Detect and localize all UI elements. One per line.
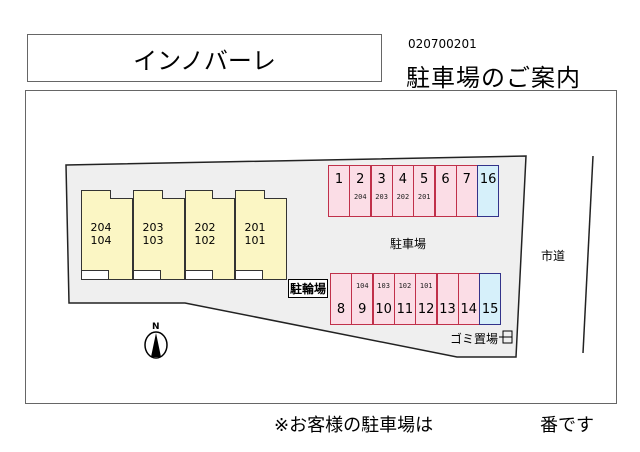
- parking-space-5: 5 201: [413, 165, 436, 217]
- parking-space-3: 3 203: [370, 165, 393, 217]
- unit-balcony: [133, 270, 161, 280]
- unit-balcony: [185, 270, 213, 280]
- assigned-unit: 201: [417, 193, 431, 201]
- space-number: 15: [481, 302, 499, 317]
- space-number: 5: [420, 172, 429, 187]
- assigned-unit: [480, 282, 500, 302]
- unit-notch: [212, 190, 235, 199]
- parking-space-7: 7: [455, 165, 478, 217]
- space-number: 14: [460, 302, 478, 317]
- parking-label: 駐車場: [390, 237, 427, 251]
- property-name-box: インノバーレ: [27, 34, 382, 82]
- assigned-unit: 203: [375, 193, 388, 201]
- upper-unit-number: 204: [90, 221, 112, 234]
- unit-notch: [162, 190, 185, 199]
- lower-unit-number: 104: [90, 234, 112, 247]
- parking-space-1: 1: [328, 165, 350, 217]
- lower-unit-number: 103: [142, 234, 164, 247]
- garbage-icon: [499, 330, 513, 344]
- footer-note: ※お客様の駐車場は: [274, 415, 434, 436]
- parking-space-10: 103 10: [372, 273, 395, 325]
- parking-space-12: 101 12: [415, 273, 438, 325]
- parking-space-4: 4 202: [391, 165, 414, 217]
- space-number: 2: [356, 172, 365, 187]
- assigned-unit: 202: [396, 193, 410, 201]
- space-number: 11: [396, 302, 414, 317]
- space-number: 10: [375, 302, 392, 317]
- space-number: 13: [439, 302, 456, 317]
- unit-balcony: [81, 270, 109, 280]
- parking-space-13: 13: [436, 273, 459, 325]
- parking-space-8: 8: [330, 273, 352, 325]
- assigned-unit: [438, 282, 458, 302]
- assigned-unit: 103: [377, 282, 390, 290]
- parking-space-16: 16: [477, 165, 500, 217]
- space-number: 3: [377, 172, 386, 187]
- road-line: [582, 155, 594, 354]
- road-label: 市道: [541, 249, 566, 263]
- upper-unit-number: 202: [194, 221, 216, 234]
- space-number: 12: [417, 302, 435, 317]
- unit-notch: [110, 190, 133, 199]
- space-number: 9: [358, 302, 367, 317]
- upper-unit-number: 203: [142, 221, 164, 234]
- bicycle-parking-label: 駐輪場: [288, 279, 329, 298]
- assigned-unit: [459, 282, 479, 302]
- unit-balcony: [235, 270, 263, 280]
- parking-space-9: 104 9: [351, 273, 374, 325]
- compass-icon: [144, 331, 168, 359]
- parking-space-11: 102 11: [393, 273, 416, 325]
- space-number: 4: [398, 172, 408, 187]
- assigned-unit: 104: [355, 282, 369, 290]
- page-title: 駐車場のご案内: [406, 64, 581, 92]
- compass-north-label: N: [152, 322, 160, 332]
- space-number: 1: [334, 172, 344, 187]
- property-name: インノバーレ: [133, 46, 276, 75]
- parking-space-6: 6: [434, 165, 457, 217]
- assigned-unit: [331, 282, 351, 302]
- parking-space-15: 15: [479, 273, 502, 325]
- upper-unit-number: 201: [244, 221, 266, 234]
- parking-space-2: 2 204: [349, 165, 372, 217]
- parking-space-14: 14: [457, 273, 480, 325]
- assigned-unit: 101: [419, 282, 433, 290]
- lower-unit-number: 101: [244, 234, 266, 247]
- garbage-label: ゴミ置場: [450, 332, 499, 346]
- map-frame: [25, 90, 617, 404]
- lower-unit-number: 102: [194, 234, 216, 247]
- property-code: 020700201: [408, 37, 477, 51]
- space-number: 6: [441, 172, 450, 187]
- space-number: 7: [462, 172, 471, 187]
- footer-suffix: 番です: [540, 415, 594, 436]
- assigned-unit: 102: [398, 282, 412, 290]
- space-number: 8: [336, 302, 346, 317]
- space-number: 16: [479, 172, 497, 187]
- unit-notch: [264, 190, 287, 199]
- assigned-unit: 204: [353, 193, 367, 201]
